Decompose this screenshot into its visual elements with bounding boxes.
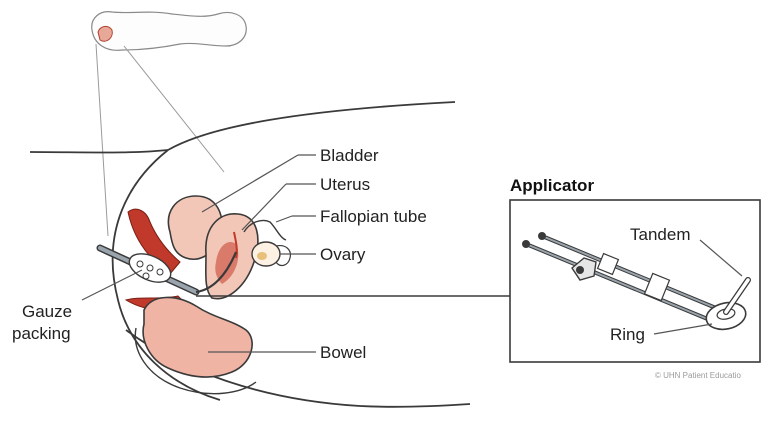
label-ovary: Ovary	[320, 245, 366, 264]
body-silhouette	[92, 12, 247, 51]
label-gauze-line2: packing	[12, 324, 71, 343]
label-bowel: Bowel	[320, 343, 366, 362]
label-ring: Ring	[610, 325, 645, 344]
label-fallopian-tube: Fallopian tube	[320, 207, 427, 226]
bowel-organ	[135, 297, 256, 393]
applicator-inset: Applicator Tandem Ring	[510, 176, 760, 362]
copyright-credit: © UHN Patient Educatio	[655, 371, 741, 380]
label-tandem: Tandem	[630, 225, 690, 244]
label-bladder: Bladder	[320, 146, 379, 165]
inset-title: Applicator	[510, 176, 594, 195]
label-gauze-line1: Gauze	[22, 302, 72, 321]
label-uterus: Uterus	[320, 175, 370, 194]
